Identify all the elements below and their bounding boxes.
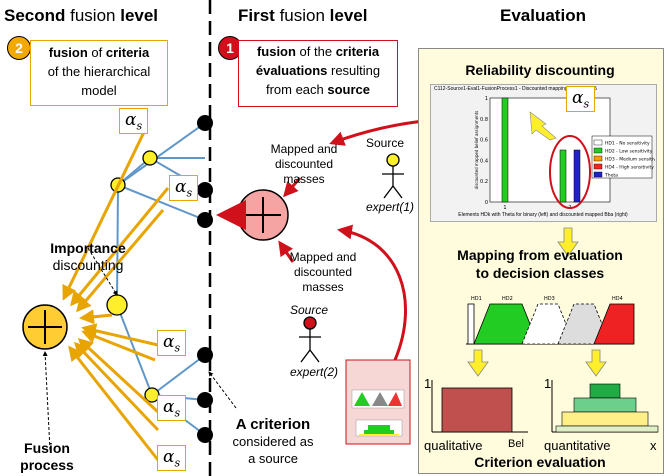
chart-y-tick: 0 <box>485 200 488 206</box>
expert-1-figure <box>382 153 404 199</box>
qualitative-evaluation-sketch <box>431 380 528 433</box>
legend-swatch <box>593 147 603 154</box>
chart-x-label: Elements HDk with Theta for binary (left… <box>458 212 628 218</box>
x-label: x <box>650 438 657 453</box>
arrow-expert2-curve <box>337 224 408 361</box>
quantitative-evaluation-sketch <box>551 380 659 433</box>
legend-entry: HD3 - Medium sensitivity <box>605 157 655 163</box>
fusion-process-pointer <box>42 351 51 451</box>
leaf-node <box>197 347 213 363</box>
chart-y-tick: 0.2 <box>480 179 488 185</box>
chart-bar <box>573 149 581 203</box>
leaf-node <box>197 212 213 228</box>
importance-arrows <box>62 129 170 461</box>
svg-text:HD1: HD1 <box>471 296 482 302</box>
up-arrow-icon <box>557 227 579 257</box>
legend-entry: HD4 - High sensitivity <box>605 165 654 171</box>
legend-swatch <box>593 171 603 178</box>
second-level-badge: 2 <box>7 36 31 60</box>
chart-y-tick: 1 <box>485 96 488 102</box>
chart-y-tick: 0.8 <box>480 117 488 123</box>
svg-text:HD3: HD3 <box>544 296 555 302</box>
legend-entry: HD2 - Low sensitivity <box>605 149 653 155</box>
alpha-weight-box: αs <box>157 395 187 421</box>
expert-1-label: expert(1) <box>366 200 415 214</box>
chart-title: C112-Source1-Eval1-FusionProcess1 - Disc… <box>434 86 597 92</box>
alpha-weight-box: αs <box>119 108 149 134</box>
arrow-mapped1-to-fusion <box>283 177 302 198</box>
chart-y-tick: 0.4 <box>480 158 488 164</box>
criterion-up-arrows <box>467 349 607 377</box>
chart-plot-area <box>489 97 611 203</box>
svg-text:HD4: HD4 <box>612 296 623 302</box>
chart-y-tick: 0.6 <box>480 138 488 144</box>
alpha-reliability-box: αs <box>566 86 596 112</box>
up-arrow-icon <box>585 349 607 377</box>
quantitative-label: quantitative <box>544 438 611 453</box>
chart-y-label: discounted mapped belief assignments <box>474 111 479 190</box>
bel-label: Bel <box>508 438 524 450</box>
leaf-node <box>197 392 213 408</box>
chart-x-tick: 1 <box>503 205 506 211</box>
expert-2-figure <box>299 316 321 363</box>
alpha-weight-box: αs <box>169 175 199 201</box>
axis-one-left: 1 <box>424 376 432 391</box>
alpha-weight-box: αs <box>157 445 187 471</box>
leaf-node <box>197 115 213 131</box>
legend-swatch <box>593 139 603 146</box>
up-arrow-icon <box>467 349 489 377</box>
alpha-weight-box: αs <box>157 330 187 356</box>
legend-swatch <box>593 163 603 170</box>
arrow-mapped2-to-fusion <box>278 240 295 263</box>
chart-bar <box>501 97 509 203</box>
criterion-as-source-label: A criterion considered as a source <box>232 416 314 466</box>
fusion-operator-first-level <box>237 189 289 241</box>
criterion-evaluation-title: Criterion evaluation <box>474 454 606 470</box>
header-evaluation: Evaluation <box>500 6 586 25</box>
yellow-arrow-icon <box>529 111 557 141</box>
tree-node-yellow <box>106 294 128 316</box>
leaf-node <box>197 427 213 443</box>
source-label-top: Source <box>366 136 405 150</box>
axis-one-right: 1 <box>544 376 552 391</box>
legend-entry: Theta <box>604 173 618 179</box>
fusion-operator-second-level <box>22 304 68 350</box>
leaf-node <box>197 182 213 198</box>
mapping-arrows <box>557 227 579 257</box>
reliability-title: Reliability discounting <box>465 62 615 78</box>
mapping-membership-functions: HD1 HD2 HD3 HD4 <box>466 296 635 345</box>
criterion-pointer <box>208 371 237 409</box>
importance-pointer <box>87 247 118 296</box>
svg-text:HD2: HD2 <box>502 296 513 302</box>
tree-node-yellow <box>142 150 158 166</box>
legend-swatch <box>593 155 603 162</box>
header-second-level: Second fusion level <box>4 6 159 25</box>
source-label-bottom: Source <box>290 303 329 317</box>
reliability-chart: 1 0.8 0.6 0.4 0.2 0 discounted mapped belief a… <box>474 96 655 211</box>
highlight-ellipse <box>549 135 591 209</box>
qualitative-label: qualitative <box>424 438 483 453</box>
first-level-description: fusion of the criteria évaluations resul… <box>238 40 398 107</box>
legend-entry: HD1 - No sensitivity <box>605 141 650 147</box>
expert-2-evaluation-thumbnail <box>345 359 411 445</box>
second-level-description: fusion of criteria of the hierarchical m… <box>30 40 168 106</box>
expert-2-label: expert(2) <box>290 365 339 379</box>
header-first-level: First fusion level <box>238 6 368 25</box>
chart-bar <box>559 149 567 203</box>
